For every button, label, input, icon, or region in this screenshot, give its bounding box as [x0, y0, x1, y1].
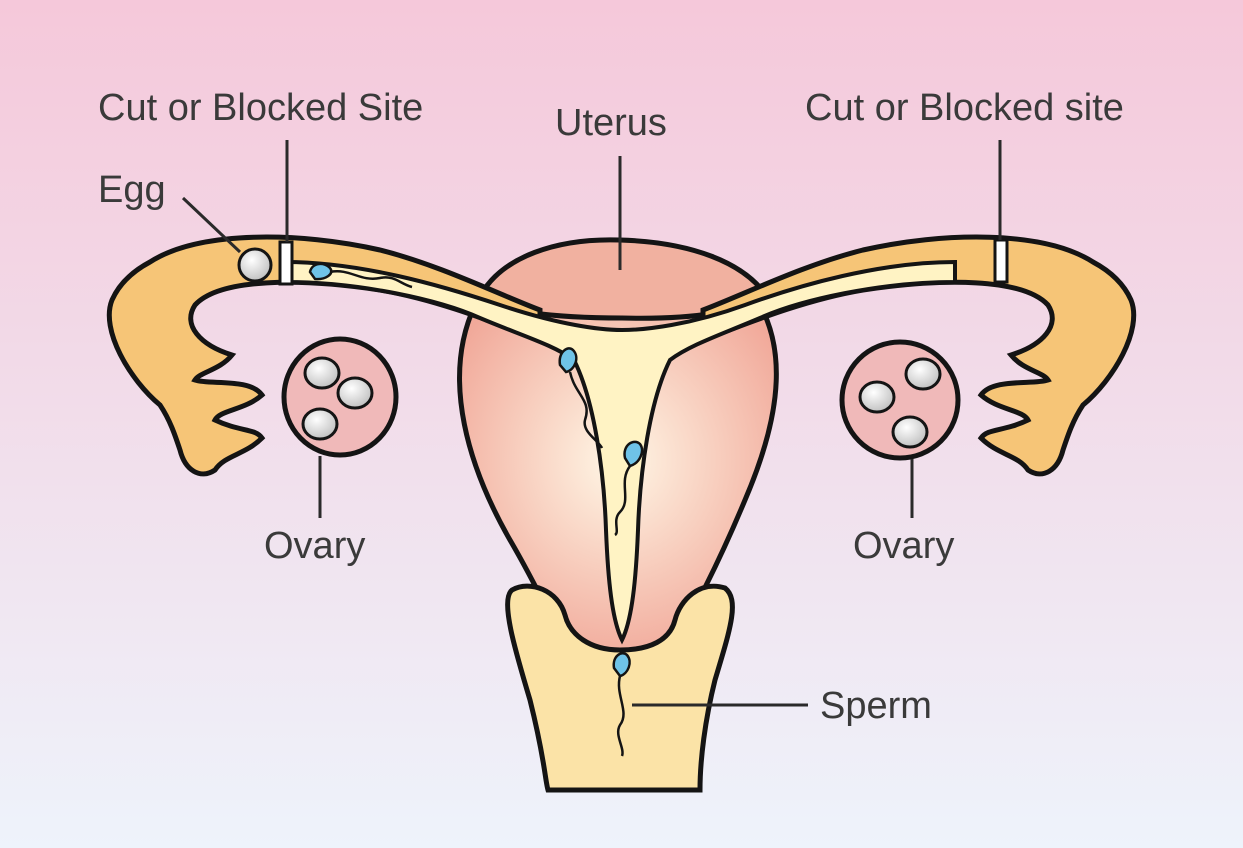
left-blocked-site-marker — [280, 242, 292, 284]
egg-icon — [239, 249, 271, 281]
label-uterus: Uterus — [555, 102, 667, 144]
right-ovary — [842, 342, 958, 458]
right-blocked-site-marker — [995, 240, 1007, 282]
label-egg: Egg — [98, 169, 166, 211]
label-ovary-right: Ovary — [853, 525, 954, 567]
label-cut-left: Cut or Blocked Site — [98, 87, 423, 129]
label-ovary-left: Ovary — [264, 525, 365, 567]
left-ovary — [284, 339, 396, 455]
label-cut-right: Cut or Blocked site — [805, 87, 1124, 129]
label-sperm: Sperm — [820, 685, 932, 727]
